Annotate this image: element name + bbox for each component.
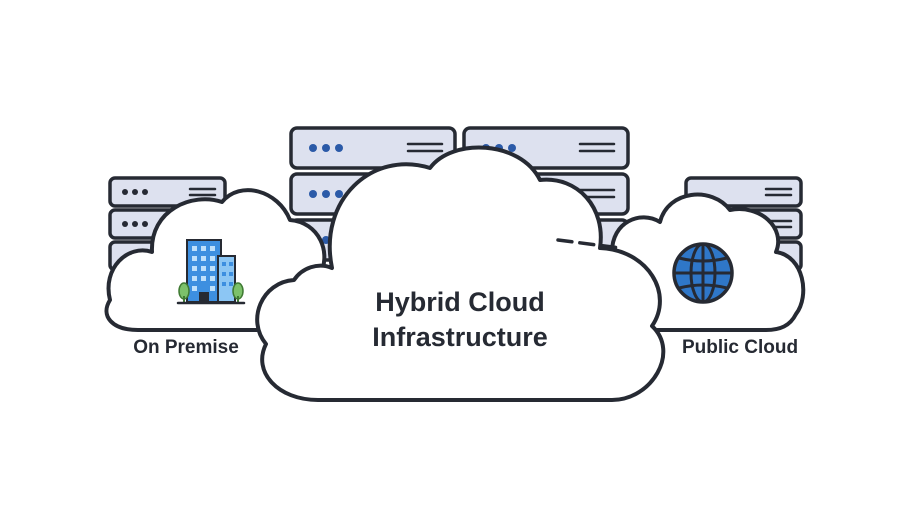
center-left-server-vents bbox=[406, 142, 444, 153]
diagram-title-line-2: Infrastructure bbox=[372, 322, 548, 352]
left-server-dots bbox=[122, 189, 148, 227]
diagram-title-line-1: Hybrid Cloud bbox=[375, 287, 545, 317]
globe-icon bbox=[672, 242, 734, 304]
dashed-connector bbox=[556, 238, 622, 250]
on-premise-label: On Premise bbox=[133, 337, 239, 358]
office-building-icon bbox=[176, 239, 246, 305]
center-right-server-vents bbox=[578, 142, 616, 199]
central-cloud bbox=[255, 145, 666, 402]
public-cloud-label: Public Cloud bbox=[682, 337, 798, 358]
